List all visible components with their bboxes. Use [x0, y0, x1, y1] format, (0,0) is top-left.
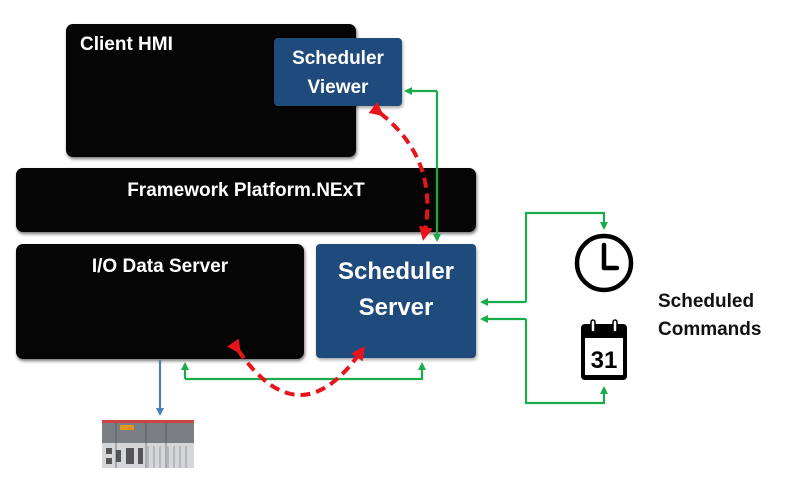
client-hmi-label: Client HMI	[80, 34, 173, 55]
clock-icon	[574, 233, 634, 293]
io-scheduler-green-link	[181, 362, 426, 381]
scheduler-server-line1: Scheduler	[337, 258, 455, 285]
calendar-server-green-link	[480, 315, 608, 405]
calendar-day: 31	[591, 347, 618, 374]
scheduled-commands-label: Scheduled Commands	[658, 288, 761, 344]
plc-hardware-image	[102, 420, 194, 468]
scheduler-server-line2: Server	[358, 294, 434, 321]
io-data-server-label: I/O Data Server	[91, 256, 229, 277]
scheduled-commands-line1: Scheduled	[658, 291, 755, 312]
scheduler-viewer-line1: Scheduler	[292, 48, 384, 69]
scheduler-viewer-block: Scheduler Viewer	[274, 38, 402, 106]
calendar-icon: 31	[581, 319, 627, 380]
clock-server-green-link	[480, 211, 608, 306]
framework-platform-label: Framework Platform.NExT	[127, 180, 365, 201]
viewer-server-green-link	[404, 87, 441, 242]
scheduled-commands-line2: Commands	[658, 319, 762, 340]
viewer-server-red-dashed-link	[368, 101, 433, 241]
scheduler-viewer-line2: Viewer	[307, 77, 369, 98]
io-scheduler-red-dashed-link	[227, 338, 365, 397]
